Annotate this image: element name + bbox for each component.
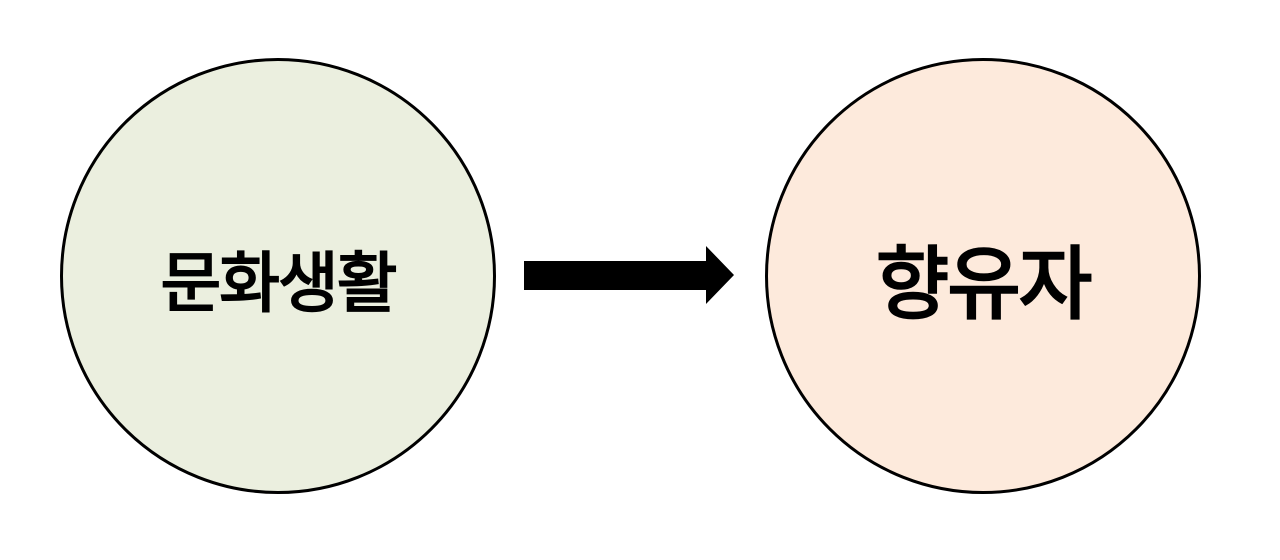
arrow-right-icon <box>524 246 734 304</box>
node-enjoyer: 향유자 <box>765 58 1201 494</box>
node-culture-life: 문화생활 <box>60 58 496 494</box>
node-label: 문화생활 <box>160 245 398 322</box>
node-label: 향유자 <box>875 238 1093 331</box>
